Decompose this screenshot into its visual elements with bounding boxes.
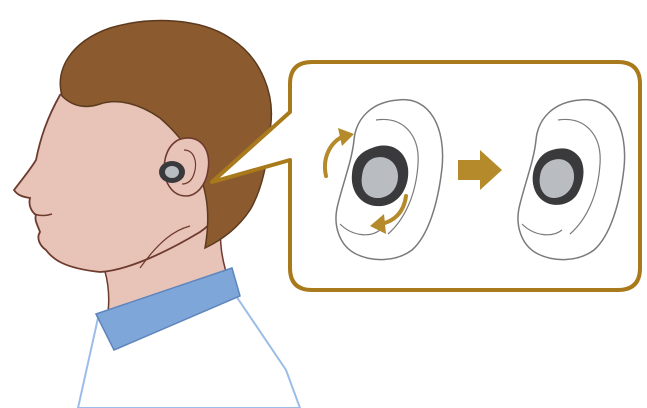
earbud-worn: [159, 161, 185, 183]
person-profile: [14, 21, 300, 408]
